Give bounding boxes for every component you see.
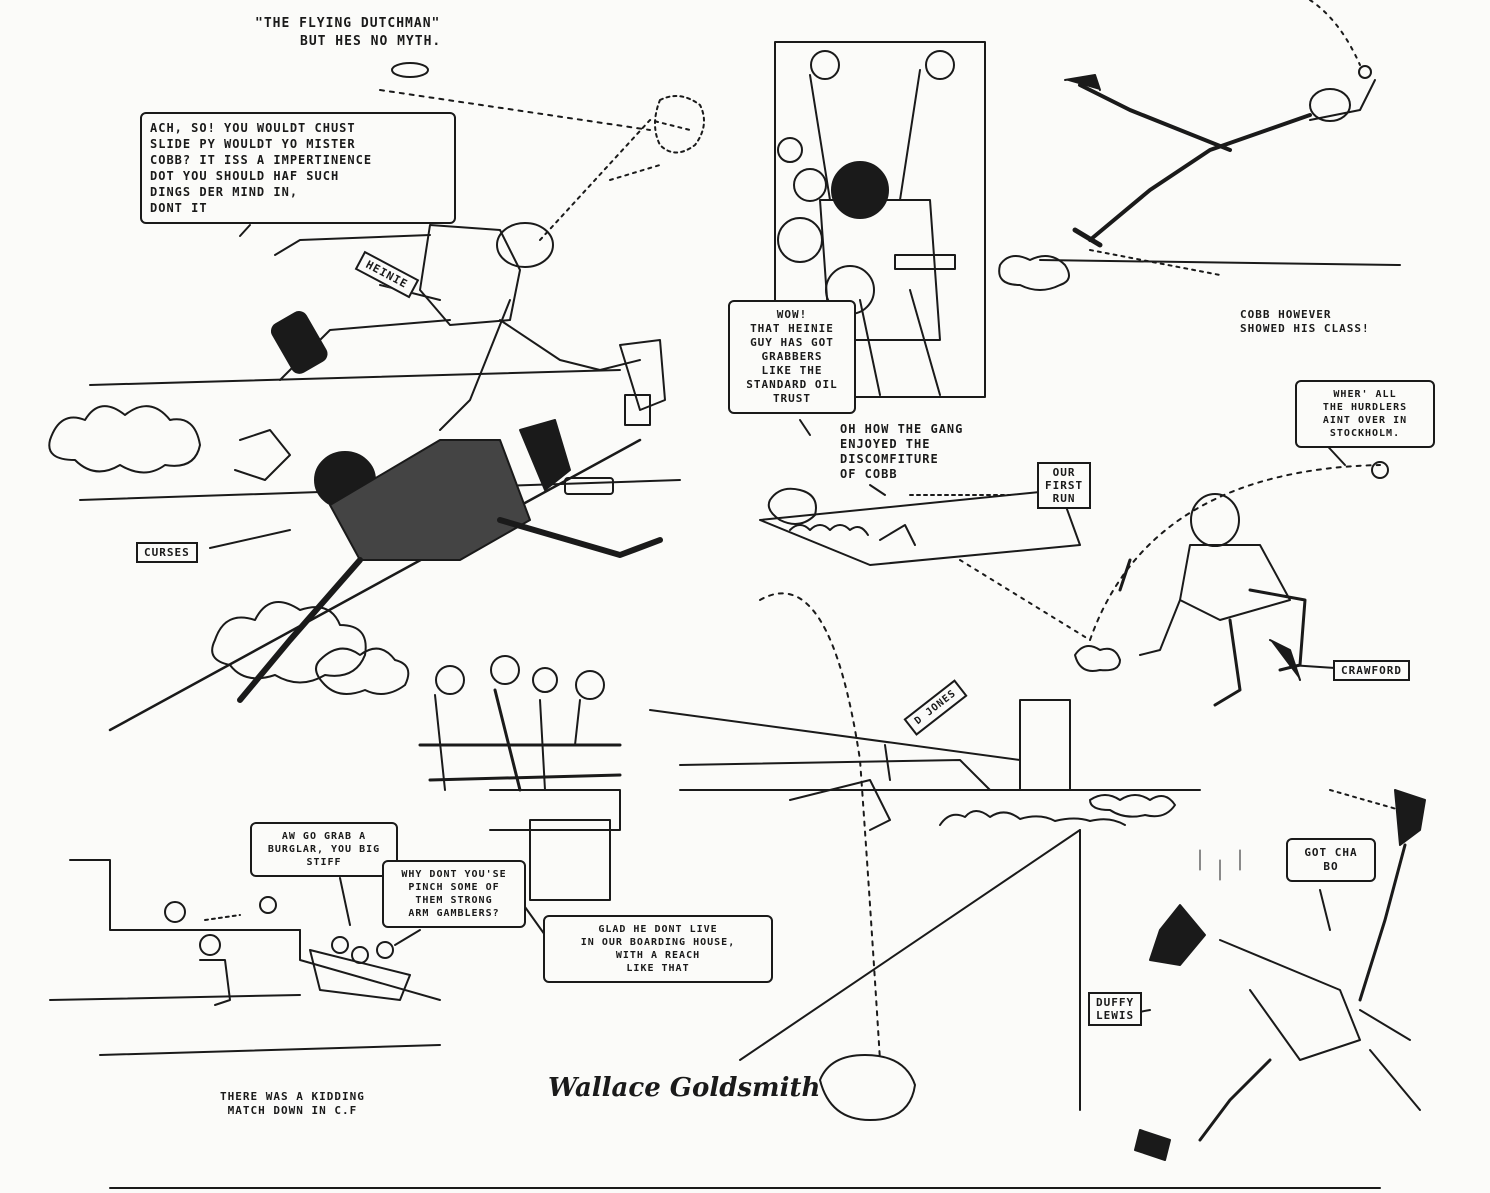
fans-scene — [418, 655, 622, 901]
title-line-1: "THE FLYING DUTCHMAN" — [255, 16, 441, 31]
slide-scene — [48, 62, 705, 732]
kidding-scene — [49, 859, 441, 1056]
speech-bubble-boarding: GLAD HE DONT LIVE IN OUR BOARDING HOUSE,… — [543, 915, 773, 983]
outfield-scene — [649, 592, 1401, 1121]
speech-bubble-got-cha: GOT CHA BO — [1286, 838, 1376, 882]
title-line-2: BUT HES NO MYTH. — [300, 34, 442, 49]
speech-bubble-wow: WOW! THAT HEINIE GUY HAS GOT GRABBERS LI… — [728, 300, 856, 414]
speech-bubble-gamblers: WHY DONT YOU'SE PINCH SOME OF THEM STRON… — [382, 860, 526, 928]
caption-kidding: THERE WAS A KIDDING MATCH DOWN IN C.F — [220, 1090, 365, 1117]
caption-cobb-class: COBB HOWEVER SHOWED HIS CLASS! — [1240, 308, 1370, 335]
label-duffy-lewis: DUFFY LEWIS — [1088, 992, 1143, 1026]
duffy-lewis-catch — [1094, 789, 1426, 1161]
artist-signature: Wallace Goldsmith — [548, 1073, 821, 1103]
label-curses: CURSES — [136, 542, 198, 563]
caption-gang: OH HOW THE GANG ENJOYED THE DISCOMFITURE… — [840, 422, 964, 481]
speech-bubble-hurdlers: WHER' ALL THE HURDLERS AINT OVER IN STOC… — [1295, 380, 1435, 448]
speech-bubble-burglar: AW GO GRAB A BURGLAR, YOU BIG STIFF — [250, 822, 398, 877]
cobb-leaping — [998, 0, 1401, 291]
base-diagram — [759, 484, 1091, 641]
speech-bubble-ach-so: ACH, SO! YOU WOULDT CHUST SLIDE PY WOULD… — [140, 112, 456, 224]
crawford-fielding — [1074, 461, 1389, 707]
label-crawford: CRAWFORD — [1333, 660, 1410, 681]
label-our-first-run: OUR FIRST RUN — [1037, 462, 1092, 509]
